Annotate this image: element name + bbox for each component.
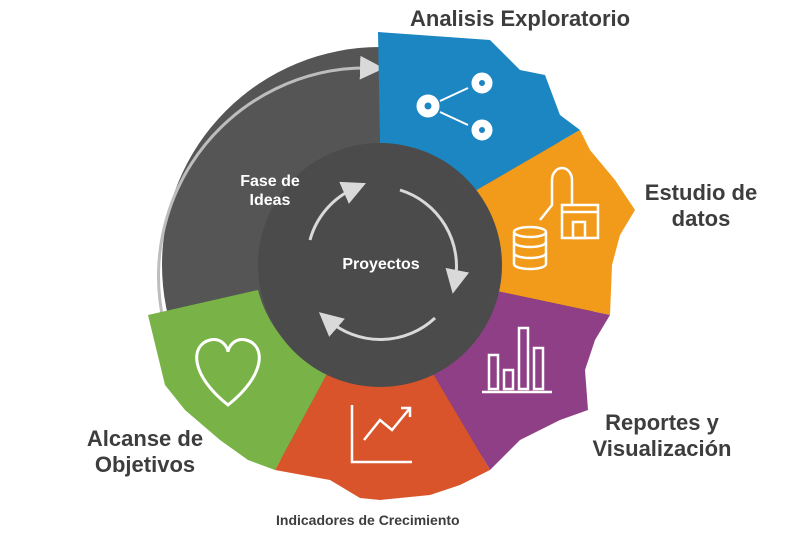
- phase-label-objectives-line1: Alcanse de: [86, 426, 204, 451]
- inner-arrow-bottom: [318, 312, 437, 342]
- phase-label-study: Estudio de datos: [636, 180, 766, 233]
- center-label: Proyectos: [342, 256, 420, 273]
- idea-phase-label: Fase de Ideas: [232, 172, 308, 210]
- segment-indicators: [275, 372, 490, 500]
- idea-phase-line1: Fase de: [240, 173, 300, 190]
- segment-study: [468, 130, 635, 315]
- phase-label-study-line2: datos: [671, 206, 731, 232]
- network-nodes-icon: [416, 72, 493, 141]
- inner-cycle-arrows: [308, 181, 470, 342]
- phase-label-objectives: Alcanse de Objetivos: [70, 426, 220, 479]
- idea-phase-line2: Ideas: [249, 192, 291, 210]
- inner-arrow-top: [308, 181, 366, 241]
- phase-label-objectives-line2: Objetivos: [94, 452, 196, 478]
- phase-label-reports-line1: Reportes y: [605, 410, 719, 435]
- segment-objectives: [148, 290, 328, 470]
- phase-label-reports: Reportes y Visualización: [582, 410, 742, 463]
- inner-arrow-right: [399, 188, 470, 294]
- phase-label-indicators: Indicadores de Crecimiento: [276, 512, 460, 529]
- phase-label-study-line1: Estudio de: [644, 180, 758, 205]
- heart-icon: [195, 338, 261, 407]
- outer-cycle-arrow: [157, 55, 384, 369]
- database-person-store-icon: [512, 166, 600, 271]
- phase-label-analysis-line1: Analisis Exploratorio: [410, 6, 631, 31]
- phase-label-reports-line2: Visualización: [592, 436, 732, 462]
- bar-chart-icon: [482, 326, 552, 394]
- phase-label-indicators-line1: Indicadores de Crecimiento: [276, 512, 460, 528]
- phase-label-analysis: Analisis Exploratorio: [410, 6, 630, 32]
- trend-up-chart-icon: [350, 405, 412, 464]
- phase-segments: [148, 32, 635, 500]
